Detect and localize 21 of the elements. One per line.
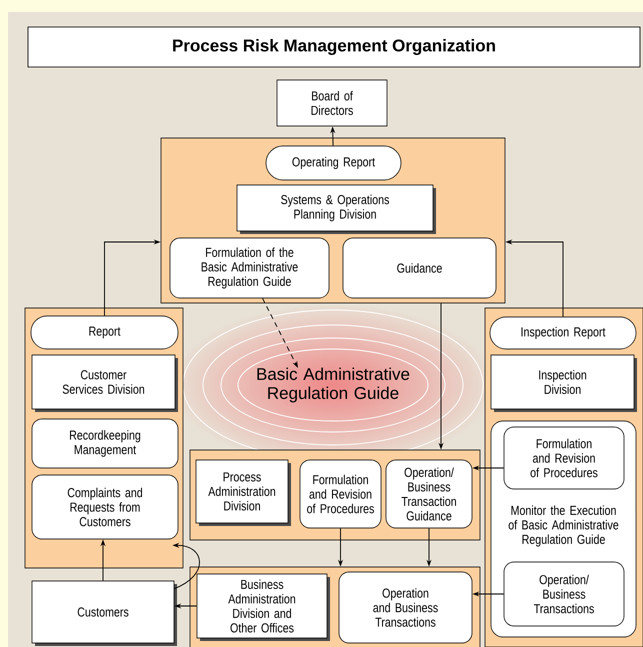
heading-text: Basic Administrative Regulation Guide <box>257 368 410 402</box>
title-box: Process Risk Management Organization <box>28 26 640 68</box>
box: Process Administration Division <box>196 460 291 526</box>
box: Customers <box>32 580 177 646</box>
rounded-box: Formulation and Revision of Procedures <box>504 426 624 490</box>
rounded-box: Formulation and Revision of Procedures <box>300 460 382 528</box>
rounded-box: Recordkeeping Management <box>32 418 178 468</box>
box: Systems & Operations Planning Division <box>236 184 436 234</box>
rounded-box: Operation/ Business Transaction Guidance <box>386 460 472 528</box>
rounded-box: Operating Report <box>266 146 402 180</box>
rounded-box: Complaints and Requests from Customers <box>32 474 178 540</box>
box: Business Administration Division and Other Offices <box>196 574 330 641</box>
rounded-box: Report <box>30 316 178 350</box>
box: Board of Directors <box>276 80 388 126</box>
rounded-box: Operation/ Business Transactions <box>504 562 624 626</box>
rounded-box: Guidance <box>342 238 496 298</box>
box: Customer Services Division <box>32 354 178 412</box>
rounded-box: Inspection Report <box>490 316 636 350</box>
rounded-box: Operation and Business Transactions <box>338 572 472 644</box>
box: Inspection Division <box>490 354 637 412</box>
rounded-box: Formulation of the Basic Administrative Regulation Guide <box>170 238 330 298</box>
